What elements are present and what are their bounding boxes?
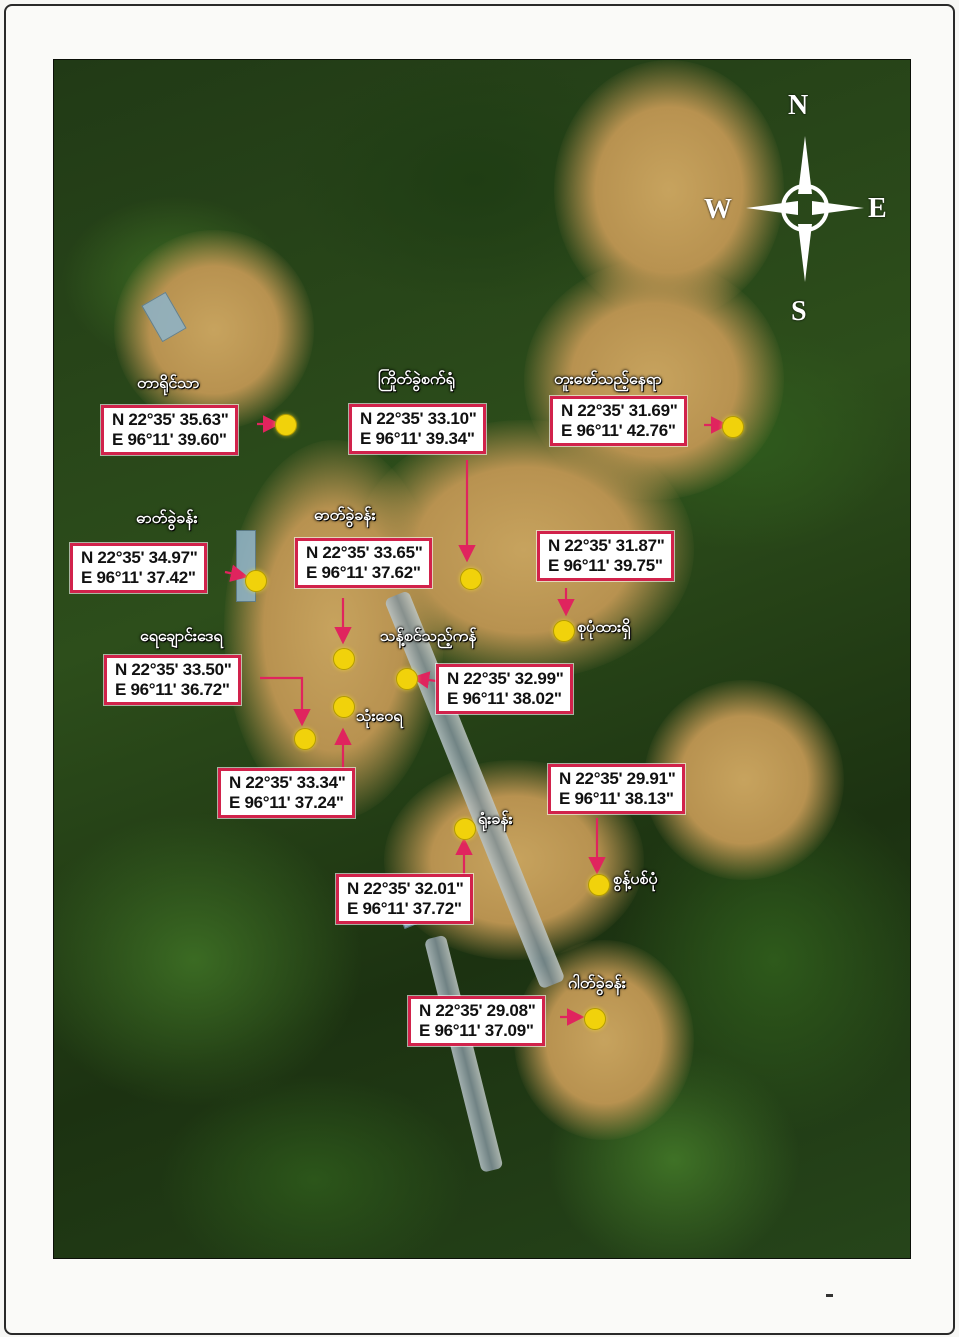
location-marker[interactable] xyxy=(553,620,575,642)
latitude-text: N 22°35' 32.01" xyxy=(347,879,464,898)
longitude-text: E 96°11' 37.42" xyxy=(81,568,196,587)
longitude-text: E 96°11' 37.24" xyxy=(229,793,344,812)
location-marker[interactable] xyxy=(584,1008,606,1030)
place-label: ဓာတ်ခွဲခန်း xyxy=(136,508,198,527)
latitude-text: N 22°35' 33.10" xyxy=(360,409,477,428)
coordinate-callout[interactable]: N 22°35' 31.87" E 96°11' 39.75" xyxy=(537,531,675,581)
compass-east: E xyxy=(868,193,887,224)
location-marker[interactable] xyxy=(460,568,482,590)
location-marker[interactable] xyxy=(275,414,297,436)
latitude-text: N 22°35' 35.63" xyxy=(112,410,229,429)
latitude-text: N 22°35' 29.08" xyxy=(419,1001,536,1020)
longitude-text: E 96°11' 36.72" xyxy=(115,680,230,699)
stray-mark xyxy=(826,1294,833,1297)
longitude-text: E 96°11' 38.13" xyxy=(559,789,674,808)
place-label: တူးဖော်သည့်နေရာ xyxy=(554,369,662,388)
place-label: ရုံးခန်း xyxy=(478,809,513,828)
longitude-text: E 96°11' 38.02" xyxy=(447,689,562,708)
latitude-text: N 22°35' 33.65" xyxy=(306,543,423,562)
location-marker[interactable] xyxy=(396,668,418,690)
coordinate-callout[interactable]: N 22°35' 35.63" E 96°11' 39.60" xyxy=(101,405,239,455)
coordinate-callout[interactable]: N 22°35' 33.10" E 96°11' 39.34" xyxy=(349,404,487,454)
location-marker[interactable] xyxy=(454,818,476,840)
location-marker[interactable] xyxy=(333,696,355,718)
longitude-text: E 96°11' 37.09" xyxy=(419,1021,534,1040)
longitude-text: E 96°11' 42.76" xyxy=(561,421,676,440)
bare-ground-area xyxy=(114,230,314,430)
longitude-text: E 96°11' 39.60" xyxy=(112,430,227,449)
location-marker[interactable] xyxy=(294,728,316,750)
compass-south: S xyxy=(791,296,807,327)
satellite-map[interactable] xyxy=(54,60,910,1258)
latitude-text: N 22°35' 33.50" xyxy=(115,660,232,679)
coordinate-callout[interactable]: N 22°35' 33.34" E 96°11' 37.24" xyxy=(218,768,356,818)
place-label: သန့်စင်သည့်ကန် xyxy=(380,626,477,645)
place-label: ဓာတ်ခွဲခန်း xyxy=(314,505,376,524)
coordinate-callout[interactable]: N 22°35' 32.01" E 96°11' 37.72" xyxy=(336,874,474,924)
longitude-text: E 96°11' 39.34" xyxy=(360,429,475,448)
place-label: ရေချောင်းဒေရ xyxy=(140,626,223,645)
coordinate-callout[interactable]: N 22°35' 32.99" E 96°11' 38.02" xyxy=(436,664,574,714)
place-label: စွန့်ပစ်ပုံ xyxy=(613,869,658,888)
place-label: ဂါတ်ခွဲခန်း xyxy=(568,973,626,992)
place-label: သုံးဝေရ xyxy=(356,706,403,725)
coordinate-callout[interactable]: N 22°35' 29.91" E 96°11' 38.13" xyxy=(548,764,686,814)
location-marker[interactable] xyxy=(333,648,355,670)
place-label: တာရိုင်သာ xyxy=(137,373,200,392)
coordinate-callout[interactable]: N 22°35' 33.65" E 96°11' 37.62" xyxy=(295,538,433,588)
latitude-text: N 22°35' 33.34" xyxy=(229,773,346,792)
longitude-text: E 96°11' 37.62" xyxy=(306,563,421,582)
location-marker[interactable] xyxy=(588,874,610,896)
place-label: စုပုံထားရှိ xyxy=(577,617,631,636)
latitude-text: N 22°35' 32.99" xyxy=(447,669,564,688)
compass-north: N xyxy=(788,90,809,121)
longitude-text: E 96°11' 37.72" xyxy=(347,899,462,918)
latitude-text: N 22°35' 29.91" xyxy=(559,769,676,788)
latitude-text: N 22°35' 31.69" xyxy=(561,401,678,420)
longitude-text: E 96°11' 39.75" xyxy=(548,556,663,575)
location-marker[interactable] xyxy=(245,570,267,592)
place-label: ကြိုတ်ခွဲစက်ရုံ xyxy=(378,369,455,388)
coordinate-callout[interactable]: N 22°35' 29.08" E 96°11' 37.09" xyxy=(408,996,546,1046)
compass-rose xyxy=(746,136,864,282)
coordinate-callout[interactable]: N 22°35' 33.50" E 96°11' 36.72" xyxy=(104,655,242,705)
latitude-text: N 22°35' 34.97" xyxy=(81,548,198,567)
coordinate-callout[interactable]: N 22°35' 34.97" E 96°11' 37.42" xyxy=(70,543,208,593)
coordinate-callout[interactable]: N 22°35' 31.69" E 96°11' 42.76" xyxy=(550,396,688,446)
location-marker[interactable] xyxy=(722,416,744,438)
compass-west: W xyxy=(704,194,732,225)
latitude-text: N 22°35' 31.87" xyxy=(548,536,665,555)
